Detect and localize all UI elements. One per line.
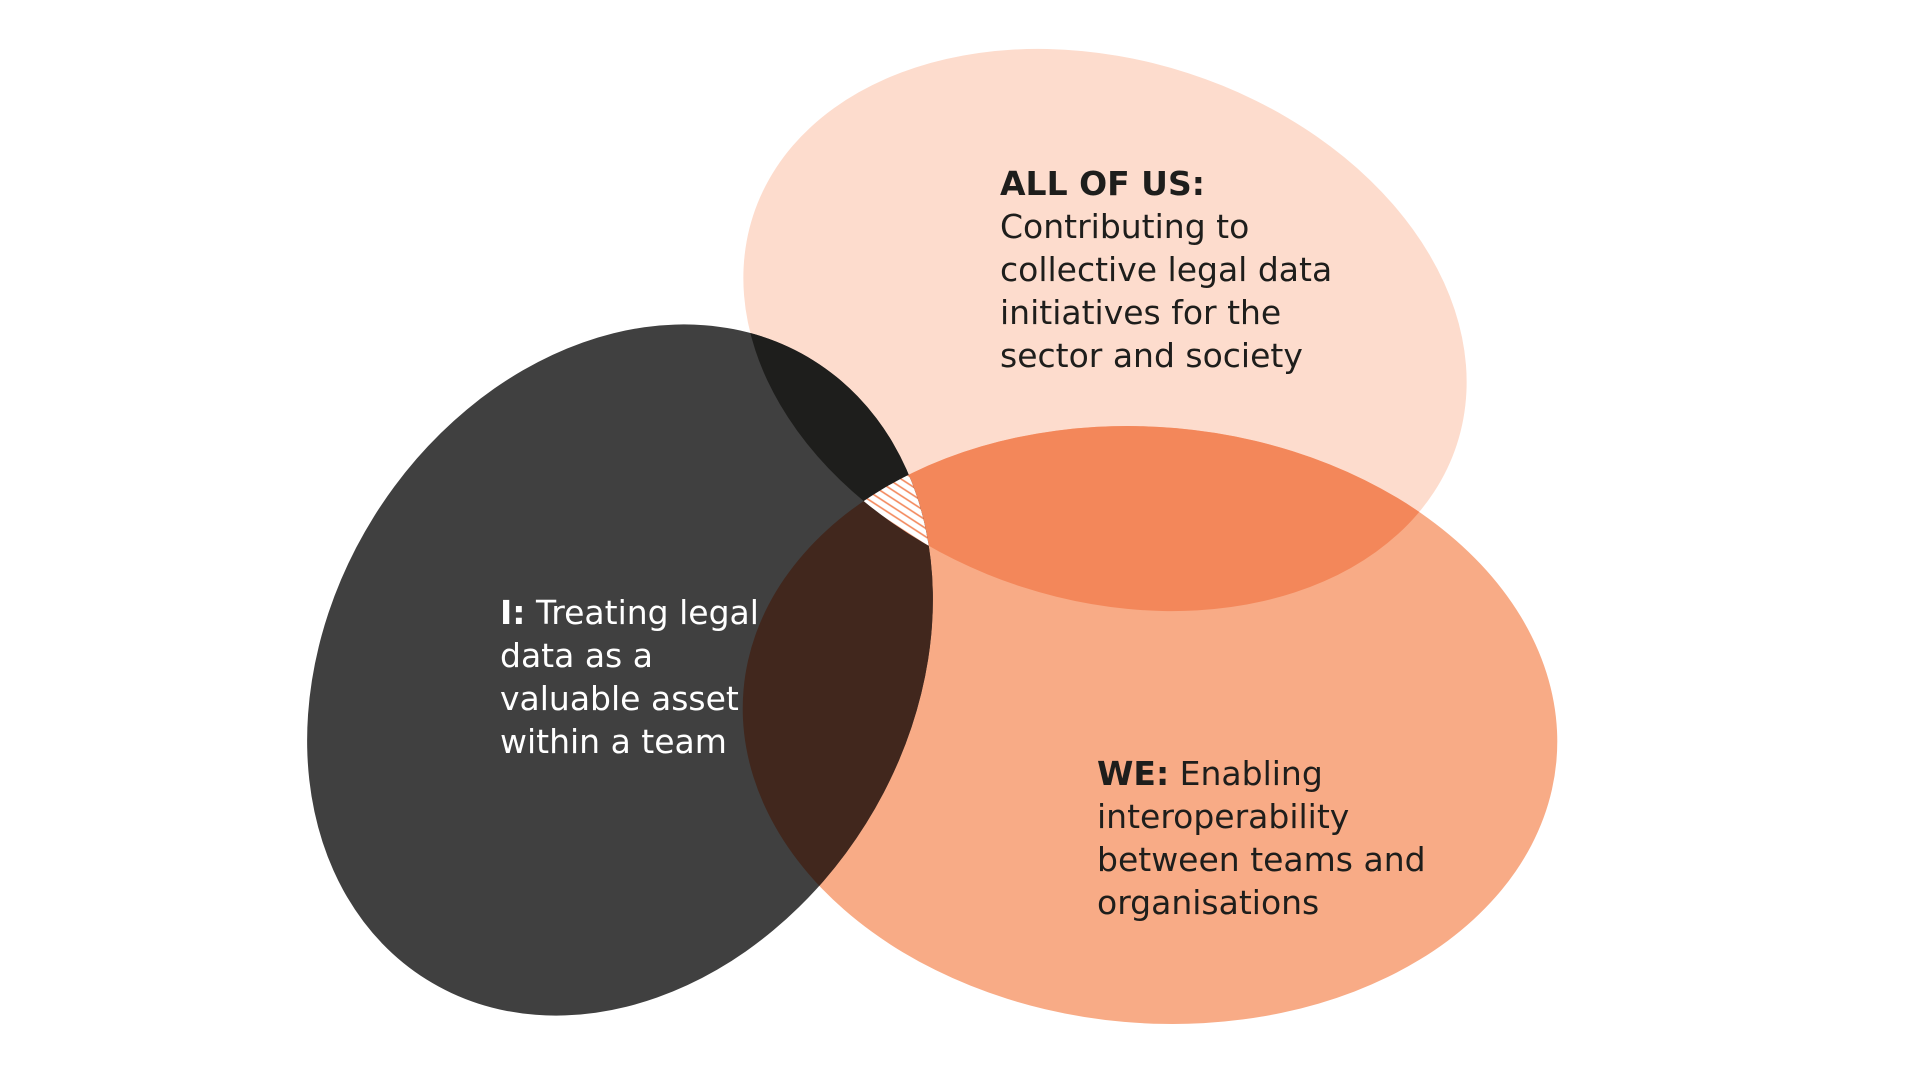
label-i-text: Treating legal data as a valuable asset … — [500, 593, 759, 761]
label-all-of-us-text: Contributing to collective legal data in… — [1000, 207, 1333, 375]
label-i-key: I: — [500, 593, 526, 632]
label-all-of-us-key: ALL OF US: — [1000, 164, 1205, 203]
label-we: WE: Enabling interoperability between te… — [1097, 752, 1437, 924]
ellipse-i — [307, 324, 933, 1016]
label-we-key: WE: — [1097, 754, 1170, 793]
label-we-text: Enabling interoperability between teams … — [1097, 754, 1426, 922]
label-i: I: Treating legal data as a valuable ass… — [500, 591, 800, 763]
ellipse-we — [742, 426, 1558, 1024]
label-all-of-us: ALL OF US: Contributing to collective leg… — [1000, 162, 1380, 377]
